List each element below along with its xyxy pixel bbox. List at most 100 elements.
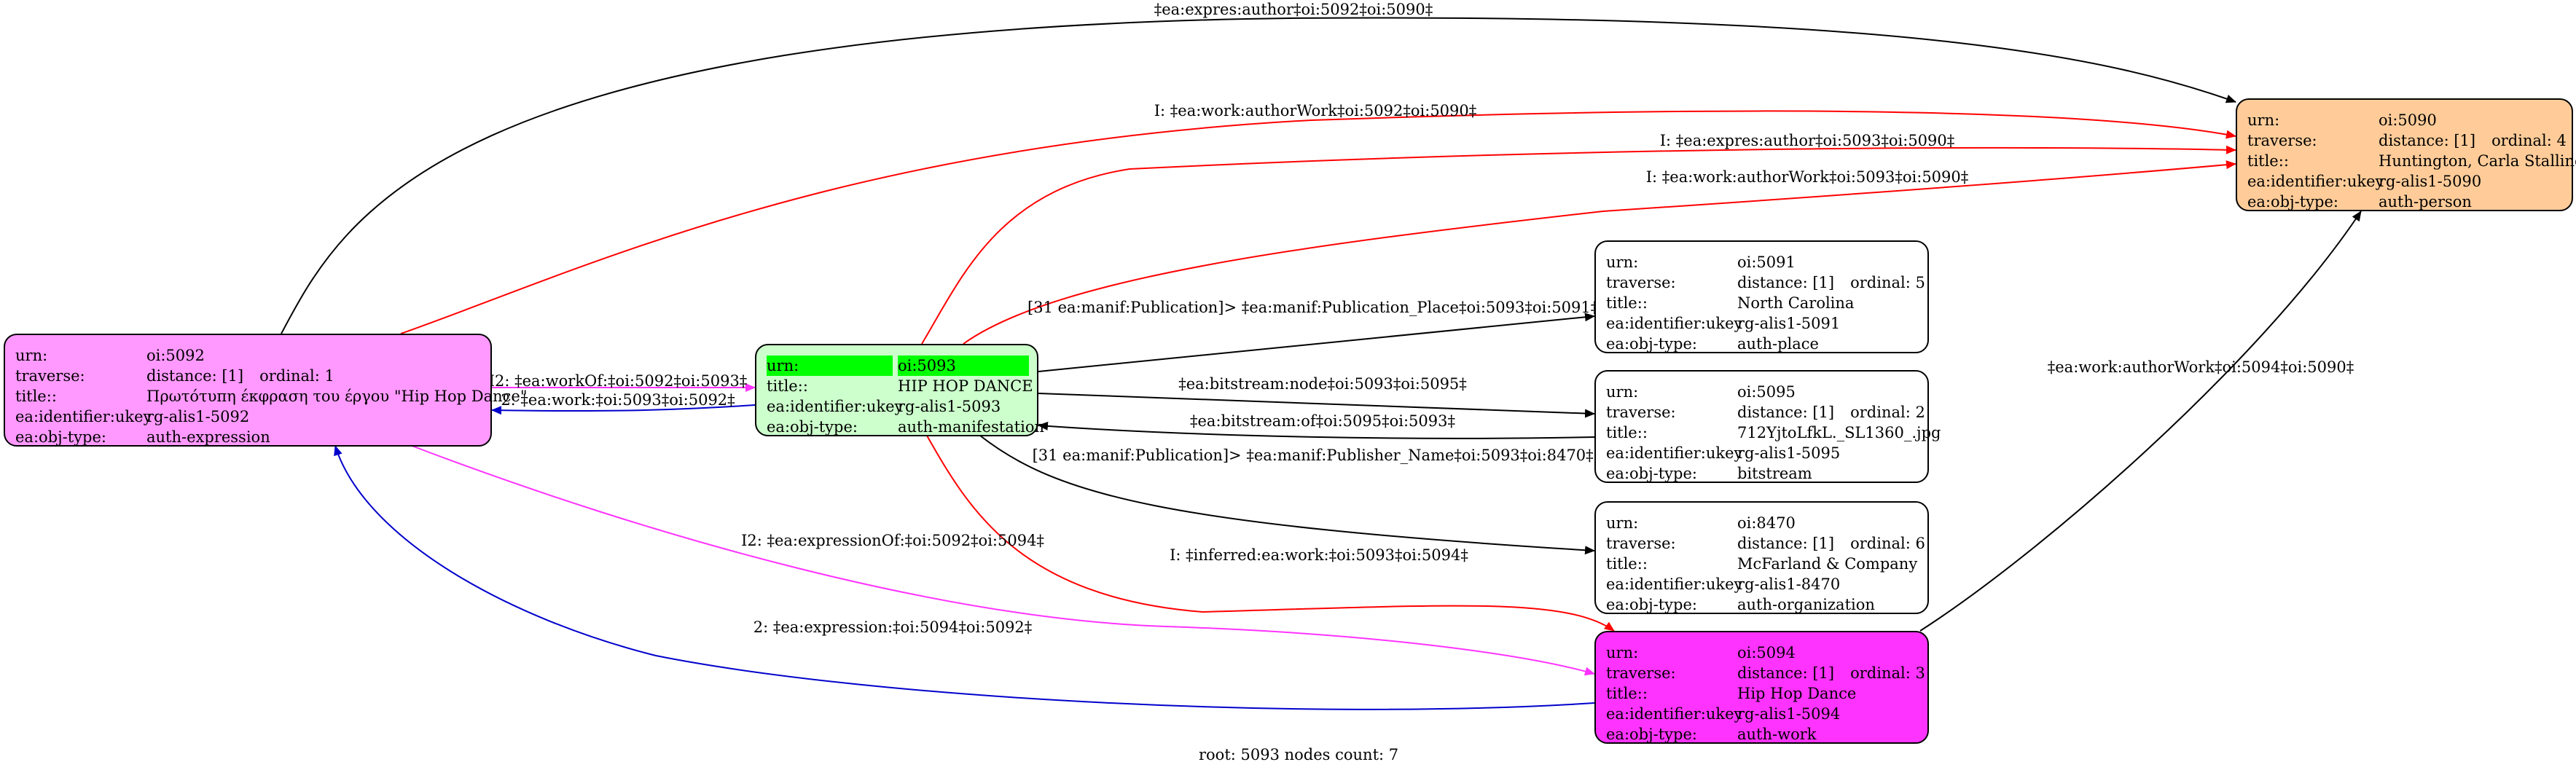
- ordinal-value: ordinal: 4: [2491, 132, 2567, 149]
- type-value: auth-place: [1737, 335, 1819, 353]
- title-key: title::: [1606, 294, 1648, 312]
- traverse-value: distance: [1]: [1737, 274, 1835, 291]
- type-value: auth-work: [1737, 726, 1817, 743]
- node-8470[interactable]: urn: oi:8470 traverse: distance: [1] ordina…: [1594, 501, 1929, 614]
- urn-value: oi:5094: [1737, 644, 1796, 661]
- node-5092[interactable]: urn: oi:5092 traverse: distance: [1] ordina…: [4, 334, 528, 447]
- type-key: ea:obj-type:: [767, 418, 858, 436]
- type-key: ea:obj-type:: [1606, 596, 1697, 613]
- node-5094[interactable]: urn: oi:5094 traverse: distance: [1] ordina…: [1594, 631, 1929, 744]
- edge-publication-place-5093-5091: [1038, 313, 1595, 372]
- urn-value: oi:5093: [898, 355, 1029, 376]
- edge-label: I2: ‡ea:workOf:‡oi:5092‡oi:5093‡: [489, 372, 748, 390]
- title-key: title::: [767, 377, 808, 395]
- urn-key: urn:: [2247, 111, 2280, 129]
- type-key: ea:obj-type:: [2247, 193, 2338, 211]
- edge-publisher-name-5093-8470: [979, 435, 1595, 555]
- edge-expres-author-5093-5090: [921, 145, 2236, 345]
- edge-label: ‡ea:bitstream:of‡oi:5095‡oi:5093‡: [1190, 412, 1455, 430]
- identifier-key: ea:identifier:ukey: [1606, 444, 1743, 462]
- urn-value: oi:5091: [1737, 254, 1796, 271]
- traverse-value: distance: [1]: [1737, 404, 1835, 421]
- edge-label: 2: ‡ea:expression:‡oi:5094‡oi:5092‡: [753, 618, 1033, 636]
- edge-label: I: ‡ea:work:authorWork‡oi:5092‡oi:5090‡: [1154, 102, 1477, 119]
- ordinal-value: ordinal: 1: [259, 367, 334, 385]
- identifier-value: rg-alis1-5095: [1737, 444, 1841, 462]
- edge-label: [31 ea:manif:Publication]> ‡ea:manif:Pub…: [1027, 299, 1618, 316]
- traverse-key: traverse:: [15, 367, 85, 385]
- traverse-key: traverse:: [1606, 404, 1676, 421]
- traverse-value: distance: [1]: [1737, 664, 1835, 682]
- identifier-value: rg-alis1-5090: [2379, 173, 2482, 190]
- title-key: title::: [1606, 555, 1648, 573]
- urn-value: oi:5090: [2379, 111, 2437, 129]
- traverse-key: traverse:: [1606, 664, 1676, 682]
- edge-work-5093-5092: [491, 404, 756, 415]
- edge-bitstream-of-5095-5093: [1038, 421, 1595, 439]
- node-5091[interactable]: urn:oi:5091 traverse:distance: [1]ordina…: [1594, 240, 1929, 353]
- type-key: ea:obj-type:: [1606, 335, 1697, 353]
- urn-key: urn:: [1606, 644, 1639, 661]
- edge-label: I: ‡inferred:ea:work:‡oi:5093‡oi:5094‡: [1170, 546, 1468, 564]
- title-key: title::: [1606, 424, 1648, 441]
- urn-key: urn:: [1606, 254, 1639, 271]
- traverse-key: traverse:: [1606, 535, 1676, 552]
- traverse-value: distance: [1]: [146, 367, 244, 385]
- edge-expressionof-5092-5094: [407, 444, 1595, 676]
- edge-expres-author-5092-5090: [281, 17, 2236, 334]
- type-value: auth-manifestation: [898, 418, 1045, 436]
- edge-label: ‡ea:expres:author‡oi:5092‡oi:5090‡: [1154, 1, 1433, 18]
- title-key: title::: [1606, 685, 1648, 702]
- identifier-key: ea:identifier:ukey: [767, 398, 904, 415]
- urn-key: urn:: [1606, 383, 1639, 401]
- title-value: Πρωτότυπη έκφραση του έργου "Hip Hop Dan…: [146, 388, 528, 405]
- type-key: ea:obj-type:: [15, 428, 106, 446]
- title-key: title::: [2247, 152, 2289, 170]
- ordinal-value: ordinal: 2: [1850, 404, 1925, 421]
- type-key: ea:obj-type:: [1606, 465, 1697, 482]
- identifier-value: rg-alis1-5093: [898, 398, 1001, 415]
- edge-expression-5094-5092: [334, 445, 1595, 710]
- edge-inferred-work-5093-5094: [926, 435, 1615, 632]
- identifier-value: rg-alis1-8470: [1737, 575, 1841, 593]
- type-value: auth-organization: [1737, 596, 1875, 613]
- urn-value: oi:8470: [1737, 514, 1796, 532]
- edge-label: [31 ea:manif:Publication]> ‡ea:manif:Pub…: [1033, 447, 1613, 464]
- title-value: Hip Hop Dance: [1737, 685, 1857, 702]
- edge-work-authorwork-5094-5090: [1919, 211, 2362, 632]
- type-key: ea:obj-type:: [1606, 726, 1697, 743]
- identifier-value: rg-alis1-5091: [1737, 315, 1841, 332]
- edge-label: 2: ‡ea:work:‡oi:5093‡oi:5092‡: [501, 391, 735, 409]
- identifier-key: ea:identifier:ukey: [2247, 173, 2384, 190]
- graph-footer: root: 5093 nodes count: 7: [1199, 746, 1399, 763]
- urn-key: urn:: [767, 355, 893, 376]
- edge-label: I: ‡ea:expres:author‡oi:5093‡oi:5090‡: [1660, 132, 1955, 149]
- traverse-value: distance: [1]: [1737, 535, 1835, 552]
- identifier-key: ea:identifier:ukey: [1606, 705, 1743, 723]
- edge-label: I2: ‡ea:expressionOf:‡oi:5092‡oi:5094‡: [741, 532, 1044, 549]
- title-value: Huntington, Carla Stalling: [2379, 152, 2576, 170]
- title-value: 712YjtoLfkL._SL1360_.jpg: [1737, 424, 1941, 441]
- edge-work-authorwork-5093-5090: [963, 160, 2236, 345]
- traverse-value: distance: [1]: [2379, 132, 2476, 149]
- node-5093-root[interactable]: urn:oi:5093 title::HIP HOP DANCE ea:iden…: [755, 344, 1044, 436]
- urn-value: oi:5095: [1737, 383, 1796, 401]
- urn-key: urn:: [15, 347, 48, 364]
- edge-label: I: ‡ea:work:authorWork‡oi:5093‡oi:5090‡: [1646, 168, 1969, 186]
- urn-value: oi:5092: [146, 347, 205, 364]
- node-5095[interactable]: urn: oi:5095 traverse: distance: [1] ordina…: [1594, 370, 1941, 483]
- identifier-key: ea:identifier:ukey: [15, 408, 152, 425]
- edge-work-authorwork-5092-5090: [400, 110, 2236, 334]
- ordinal-value: ordinal: 3: [1850, 664, 1925, 682]
- type-value: bitstream: [1737, 465, 1812, 482]
- edge-bitstream-node-5093-5095: [1038, 393, 1595, 418]
- urn-key: urn:: [1606, 514, 1639, 532]
- edge-label: ‡ea:work:authorWork‡oi:5094‡oi:5090‡: [2048, 358, 2354, 376]
- title-value: North Carolina: [1737, 294, 1855, 312]
- ordinal-value: ordinal: 5: [1850, 274, 1925, 291]
- node-5090[interactable]: urn:oi:5090 traverse:distance: [1]ordina…: [2236, 98, 2576, 211]
- ordinal-value: ordinal: 6: [1850, 535, 1925, 552]
- title-value: HIP HOP DANCE: [898, 377, 1033, 395]
- identifier-key: ea:identifier:ukey: [1606, 315, 1743, 332]
